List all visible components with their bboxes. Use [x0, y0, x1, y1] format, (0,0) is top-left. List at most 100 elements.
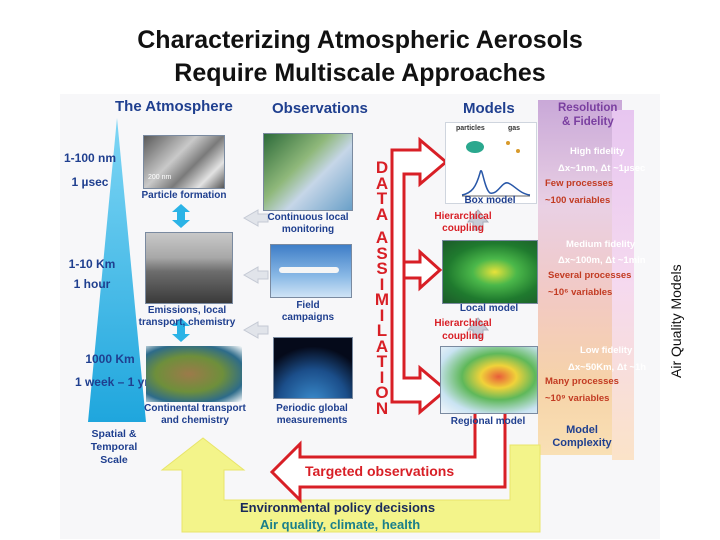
low-resolution: Δx~50Km, Δt ~1h	[568, 362, 647, 373]
gas-dot-1	[506, 141, 510, 145]
box-model-plot: particles gas	[445, 122, 537, 204]
coupling-arrow-1	[466, 209, 490, 231]
connector-arrow-2	[242, 266, 269, 284]
label-periodic-2: measurements	[276, 415, 348, 426]
satellite-earth-image	[273, 337, 353, 399]
hierarchical-coupling-2-line-2: coupling	[442, 331, 484, 342]
title-line-1: Characterizing Atmospheric Aerosols	[137, 26, 583, 54]
connector-arrow-1	[242, 209, 269, 227]
label-field-2: campaigns	[281, 312, 335, 323]
assimilation-letter: L	[376, 321, 388, 340]
label-field-1: Field	[296, 300, 320, 311]
label-particle-formation: Particle formation	[141, 190, 227, 201]
assimilation-letter: N	[375, 398, 389, 418]
vars-6: ~10⁶ variables	[548, 287, 613, 298]
high-resolution: Δx~1nm, Δt ~1µsec	[558, 163, 646, 174]
assimilation-letter: I	[379, 274, 385, 294]
header-fidelity: & Fidelity	[562, 116, 614, 128]
assimilation-letter: T	[376, 189, 388, 208]
label-continental-1: Continental transport	[144, 403, 246, 414]
gas-label: gas	[508, 125, 521, 132]
gas-dot-2	[516, 149, 520, 153]
size-distribution-curve	[461, 170, 531, 197]
high-fidelity: High fidelity	[570, 146, 625, 157]
policy-decisions-label: Environmental policy decisions	[240, 500, 436, 515]
header-models: Models	[463, 100, 515, 117]
hierarchical-coupling-1-line-2: coupling	[442, 223, 484, 234]
particles-cluster	[466, 141, 484, 153]
assimilation-letter: S	[376, 243, 388, 263]
assimilation-letter: I	[379, 367, 385, 387]
assimilation-letter: A	[375, 336, 389, 356]
medium-resolution: Δx~100m, Δt ~1min	[558, 255, 646, 266]
vertical-arrow-2	[172, 318, 190, 342]
header-atmosphere: The Atmosphere	[115, 98, 233, 115]
scale-triangle	[88, 118, 146, 422]
local-model-map	[442, 240, 538, 304]
scale-1-size: 1-100 nm	[63, 151, 117, 165]
targeted-observations-label: Targeted observations	[305, 463, 455, 479]
assimilation-letter: M	[374, 290, 390, 309]
regional-model-map	[440, 346, 538, 414]
medium-fidelity: Medium fidelity	[566, 239, 636, 250]
scale-3-time: 1 week – 1 yr	[74, 375, 150, 389]
vertical-arrow-1	[172, 204, 190, 228]
low-fidelity: Low fidelity	[580, 345, 633, 356]
emissions-smokestack-image	[145, 232, 233, 304]
label-box-model: Box model	[464, 195, 516, 206]
coupling-arrow-2	[466, 317, 490, 339]
few-processes: Few processes	[545, 178, 614, 189]
label-emissions-1: Emissions, local	[147, 305, 227, 316]
header-resolution: Resolution	[558, 102, 618, 114]
resolution-column	[538, 100, 622, 455]
header-observations: Observations	[272, 100, 368, 117]
connector-arrow-3	[242, 321, 269, 339]
hierarchical-coupling-2-line-1: Hierarchical	[434, 318, 492, 329]
research-aircraft-image	[270, 244, 352, 298]
scale-axis-line-2: Temporal	[90, 441, 138, 453]
us-terrain-map-image	[146, 346, 242, 402]
assimilation-letter: D	[375, 158, 389, 177]
scale-bar-label: 200 nm	[148, 174, 172, 181]
title-line-2: Require Multiscale Approaches	[174, 59, 546, 87]
model-complexity-label: Model Complexity	[550, 424, 614, 450]
assimilation-letter: I	[379, 305, 385, 325]
label-continuous-2: monitoring	[281, 224, 335, 235]
label-local-model: Local model	[459, 303, 519, 314]
label-emissions-2: transport, chemistry	[138, 317, 236, 328]
label-regional-model: Regional model	[450, 416, 526, 427]
targeted-arrow	[269, 393, 507, 504]
footer-label: Air quality, climate, health	[260, 517, 421, 532]
scale-2-time: 1 hour	[73, 277, 111, 291]
scale-1-time: 1 µsec	[71, 175, 109, 189]
aircraft-shape	[279, 267, 339, 273]
model-complexity-line-1: Model	[566, 424, 598, 436]
many-processes: Many processes	[545, 376, 619, 387]
scale-3-size: 1000 Km	[85, 352, 135, 366]
several-processes: Several processes	[548, 270, 632, 281]
assimilation-letter: A	[375, 173, 389, 193]
assimilation-letter: A	[375, 204, 389, 224]
feedback-loop	[160, 437, 541, 533]
assimilation-middle-arrow	[402, 248, 443, 292]
assimilation-letter: O	[375, 383, 389, 402]
model-complexity-line-2: Complexity	[552, 437, 612, 449]
vars-100: ~100 variables	[545, 195, 611, 206]
monitoring-station-image	[263, 133, 353, 211]
scale-axis-line-3: Scale	[100, 454, 128, 466]
vars-9: ~10⁹ variables	[545, 393, 610, 404]
scale-axis-line-1: Spatial &	[91, 428, 137, 440]
label-continental-2: and chemistry	[161, 415, 229, 426]
assimilation-letter: T	[376, 352, 388, 371]
scale-2-size: 1-10 Km	[68, 257, 116, 271]
assimilation-letter: A	[375, 228, 389, 247]
resolution-stripe	[612, 110, 634, 460]
label-continuous-1: Continuous local	[267, 212, 349, 223]
label-periodic-1: Periodic global	[276, 403, 348, 414]
particles-label: particles	[456, 125, 485, 132]
hierarchical-coupling-1-line-1: Hierarchical	[434, 211, 492, 222]
assimilation-letter: S	[376, 259, 388, 278]
scale-axis-label: Spatial & Temporal Scale	[82, 428, 146, 467]
